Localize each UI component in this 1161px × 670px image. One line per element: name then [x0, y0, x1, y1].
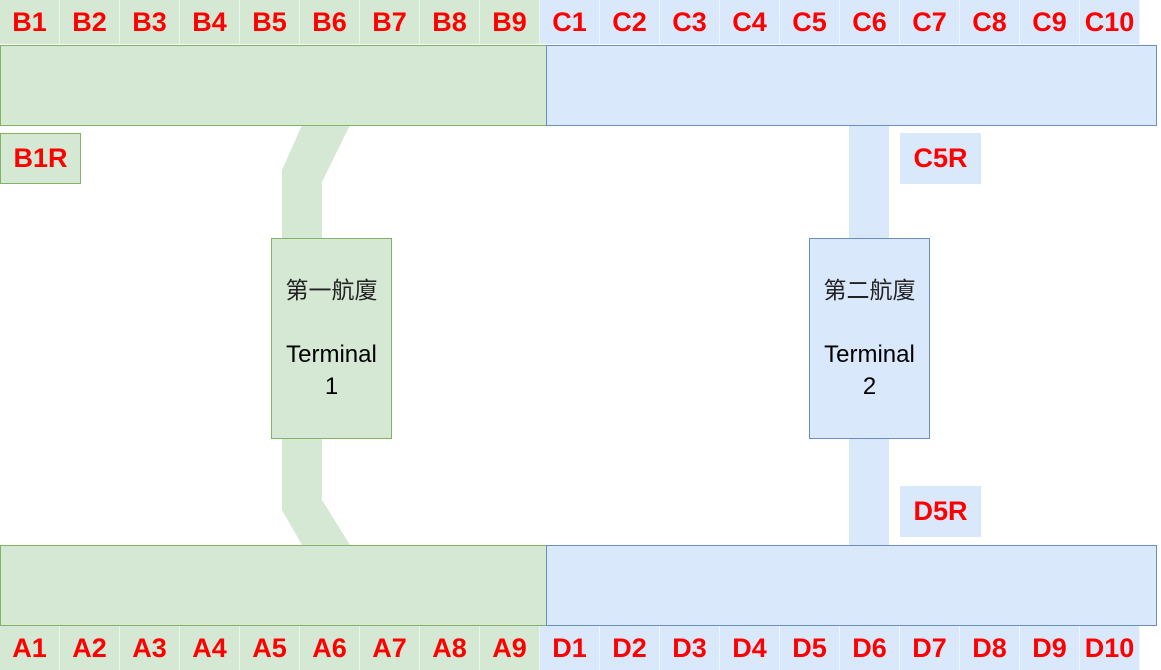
- gate-d10[interactable]: D10: [1080, 626, 1140, 670]
- terminal-1[interactable]: 第一航廈 Terminal 1: [271, 238, 392, 439]
- gate-d6[interactable]: D6: [840, 626, 900, 670]
- gate-c8[interactable]: C8: [960, 0, 1020, 44]
- remote-stand-d5r[interactable]: D5R: [900, 486, 981, 537]
- gate-d3[interactable]: D3: [660, 626, 720, 670]
- terminal-2-number: 2: [862, 372, 877, 400]
- gate-a5[interactable]: A5: [240, 626, 300, 670]
- gate-a7[interactable]: A7: [360, 626, 420, 670]
- gate-b1[interactable]: B1: [0, 0, 60, 44]
- gate-d8[interactable]: D8: [960, 626, 1020, 670]
- concourse-b: [0, 45, 547, 126]
- gate-d1[interactable]: D1: [540, 626, 600, 670]
- gate-b3[interactable]: B3: [120, 0, 180, 44]
- gate-b5[interactable]: B5: [240, 0, 300, 44]
- gate-c3[interactable]: C3: [660, 0, 720, 44]
- gate-a9[interactable]: A9: [480, 626, 540, 670]
- gate-b2[interactable]: B2: [60, 0, 120, 44]
- terminal-1-number: 1: [324, 372, 339, 400]
- gate-c2[interactable]: C2: [600, 0, 660, 44]
- gate-d2[interactable]: D2: [600, 626, 660, 670]
- gate-b8[interactable]: B8: [420, 0, 480, 44]
- gate-c5[interactable]: C5: [780, 0, 840, 44]
- remote-stand-label: B1R: [13, 143, 68, 173]
- gate-c9[interactable]: C9: [1020, 0, 1080, 44]
- terminal1-north-pier: [282, 125, 350, 238]
- gate-c4[interactable]: C4: [720, 0, 780, 44]
- gate-b9[interactable]: B9: [480, 0, 540, 44]
- gate-a2[interactable]: A2: [60, 626, 120, 670]
- terminal-2-name-en: Terminal: [824, 340, 915, 368]
- concourse-d: [546, 545, 1157, 626]
- remote-stand-label: D5R: [913, 496, 968, 526]
- gate-c1[interactable]: C1: [540, 0, 600, 44]
- gate-d4[interactable]: D4: [720, 626, 780, 670]
- gate-a4[interactable]: A4: [180, 626, 240, 670]
- gate-b4[interactable]: B4: [180, 0, 240, 44]
- gate-d9[interactable]: D9: [1020, 626, 1080, 670]
- concourse-c: [546, 45, 1157, 126]
- gate-d7[interactable]: D7: [900, 626, 960, 670]
- gate-d5[interactable]: D5: [780, 626, 840, 670]
- gate-a8[interactable]: A8: [420, 626, 480, 670]
- terminal-1-name-en: Terminal: [286, 340, 377, 368]
- gate-c7[interactable]: C7: [900, 0, 960, 44]
- terminal-1-name-zh: 第一航廈: [285, 277, 378, 304]
- remote-stand-c5r[interactable]: C5R: [900, 133, 981, 184]
- gate-b6[interactable]: B6: [300, 0, 360, 44]
- terminal1-south-pier: [282, 438, 350, 545]
- terminal-2-name-zh: 第二航廈: [823, 277, 916, 304]
- gate-a3[interactable]: A3: [120, 626, 180, 670]
- gate-a1[interactable]: A1: [0, 626, 60, 670]
- gate-a6[interactable]: A6: [300, 626, 360, 670]
- gate-b7[interactable]: B7: [360, 0, 420, 44]
- remote-stand-b1r[interactable]: B1R: [0, 133, 81, 184]
- remote-stand-label: C5R: [913, 143, 968, 173]
- concourse-a: [0, 545, 547, 626]
- gate-c10[interactable]: C10: [1080, 0, 1140, 44]
- gate-c6[interactable]: C6: [840, 0, 900, 44]
- terminal-2[interactable]: 第二航廈 Terminal 2: [809, 238, 930, 439]
